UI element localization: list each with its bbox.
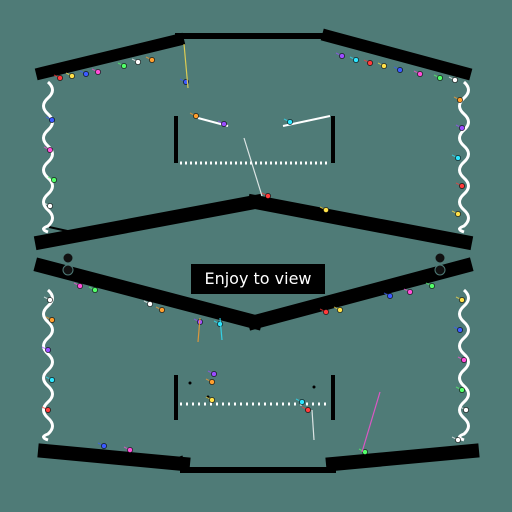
balls-layer — [41, 43, 469, 455]
ball-icon — [459, 297, 465, 303]
ball-icon — [92, 287, 98, 293]
ball-icon — [127, 447, 133, 453]
ball-icon — [45, 407, 51, 413]
pivots-layer — [62, 252, 446, 276]
ball-icon — [457, 97, 463, 103]
ball-icon — [353, 57, 359, 63]
pivot-joint-icon — [62, 264, 74, 276]
ball-icon — [135, 59, 141, 65]
ball-icon — [323, 309, 329, 315]
ball-icon — [47, 147, 53, 153]
ball-icon — [387, 293, 393, 299]
ball-icon — [417, 71, 423, 77]
coil-spring-icon — [42, 80, 54, 234]
ball-icon — [47, 203, 53, 209]
ball-icon — [49, 317, 55, 323]
ball-icon — [47, 297, 53, 303]
ball-icon — [455, 211, 461, 217]
ball-icon — [49, 117, 55, 123]
ball-icon — [461, 357, 467, 363]
ball-icon — [265, 193, 271, 199]
ball-icon — [209, 379, 215, 385]
wall-segment — [33, 257, 264, 331]
ball-icon — [159, 307, 165, 313]
ball-icon — [45, 347, 51, 353]
coil-spring-icon — [42, 288, 54, 442]
caption-banner: Enjoy to view — [191, 264, 325, 294]
motion-streak — [183, 43, 189, 89]
ball-icon — [397, 67, 403, 73]
ball-icon — [57, 75, 63, 81]
ball-icon — [49, 377, 55, 383]
ball-icon — [305, 407, 311, 413]
pivot-joint-icon — [434, 264, 446, 276]
target-marker — [312, 385, 316, 389]
motion-streak — [311, 409, 315, 441]
ball-icon — [407, 289, 413, 295]
ball-icon — [287, 119, 293, 125]
bracket-post — [179, 455, 188, 473]
motion-streak — [361, 391, 381, 453]
wall-segment — [34, 32, 186, 81]
walls-layer — [33, 28, 480, 473]
ball-icon — [463, 407, 469, 413]
coil-spring-icon — [458, 288, 470, 442]
ball-icon — [147, 301, 153, 307]
ball-icon — [323, 207, 329, 213]
ball-icon — [69, 73, 75, 79]
ball-icon — [367, 60, 373, 66]
targets-layer — [188, 381, 316, 399]
pivot-joint-icon — [434, 252, 446, 264]
wall-segment — [37, 443, 191, 472]
ball-icon — [337, 307, 343, 313]
coil-spring-icon — [458, 80, 470, 234]
ball-icon — [95, 69, 101, 75]
ball-icon — [381, 63, 387, 69]
ball-icon — [83, 71, 89, 77]
pivot-joint-icon — [62, 252, 74, 264]
ball-icon — [457, 327, 463, 333]
ball-icon — [362, 449, 368, 455]
ball-icon — [299, 399, 305, 405]
ball-icon — [455, 155, 461, 161]
wall-segment — [325, 443, 480, 472]
ball-icon — [459, 387, 465, 393]
ball-icon — [455, 437, 461, 443]
ball-icon — [149, 57, 155, 63]
wall-segment — [33, 193, 264, 251]
ball-icon — [209, 397, 215, 403]
ball-icon — [437, 75, 443, 81]
ball-icon — [51, 177, 57, 183]
springs-layer — [42, 80, 470, 442]
ball-icon — [77, 283, 83, 289]
ball-icon — [121, 63, 127, 69]
ball-icon — [193, 113, 199, 119]
wall-segment — [246, 193, 474, 251]
ball-icon — [101, 443, 107, 449]
motion-streak — [197, 317, 201, 343]
ball-icon — [459, 125, 465, 131]
wall-segment — [320, 28, 473, 81]
ball-icon — [221, 121, 227, 127]
wall-segment — [246, 257, 474, 331]
ball-icon — [429, 283, 435, 289]
ball-icon — [211, 371, 217, 377]
ball-icon — [459, 183, 465, 189]
ball-icon — [452, 77, 458, 83]
target-marker — [188, 381, 192, 385]
ball-icon — [339, 53, 345, 59]
motion-streak — [219, 317, 223, 341]
motion-streak — [243, 137, 263, 197]
bracket-post — [48, 226, 73, 233]
